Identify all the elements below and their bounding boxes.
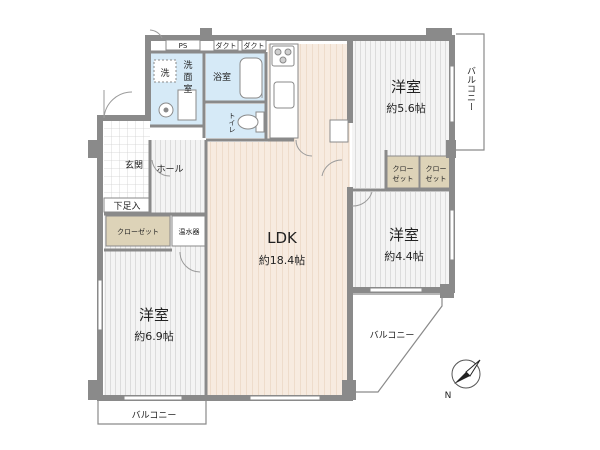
- wash-mark: 洗: [160, 67, 169, 79]
- ldk-size: 約18.4帖: [259, 253, 306, 267]
- hall-floor: [150, 140, 206, 214]
- duct2-label: ダクト: [244, 41, 265, 50]
- balcony-ne-label: バルコニー: [465, 66, 476, 111]
- closet-b-line2: ゼット: [426, 174, 447, 183]
- closet-a: [386, 155, 420, 189]
- washroom-line2: 面: [183, 72, 192, 83]
- ps-label: PS: [179, 42, 188, 50]
- western-sw-name: 洋室: [139, 306, 169, 324]
- balcony-e-outline: [351, 293, 443, 393]
- western-e-floor: [352, 192, 452, 290]
- closet-a-line1: クロー: [393, 165, 414, 173]
- bath-label: 浴室: [213, 71, 231, 83]
- closet-b: [419, 155, 453, 189]
- north-label: N: [445, 391, 452, 401]
- western-sw-floor: [104, 250, 204, 395]
- washroom-line1: 洗: [183, 59, 192, 71]
- balcony-s-outline: [97, 398, 207, 425]
- basin-icon: [158, 89, 197, 121]
- entrance-floor: [104, 120, 150, 198]
- kitchen-fixtures: [269, 43, 349, 143]
- wall-pillars: [88, 28, 456, 400]
- western-ne-name: 洋室: [391, 78, 421, 96]
- ldk-name: LDK: [267, 229, 298, 247]
- balcony-s-label: バルコニー: [132, 410, 177, 421]
- water-heater-box: [171, 215, 207, 247]
- toilet-icon: [237, 111, 265, 133]
- closet-b-line1: クロー: [426, 165, 447, 173]
- entrance-label: 玄関: [125, 159, 143, 171]
- ps-duct-boxes: [165, 39, 267, 51]
- compass-icon: [451, 359, 481, 389]
- water-heater-label: 温水器: [179, 227, 200, 236]
- washroom-line3: 室: [183, 83, 192, 95]
- western-e-size: 約4.4帖: [384, 249, 424, 263]
- balcony-ne-outline: [456, 33, 485, 151]
- closet-w: [105, 215, 171, 247]
- toilet-label: トイレ: [228, 112, 236, 133]
- closet-a-line2: ゼット: [393, 174, 414, 183]
- balcony-e-label: バルコニー: [370, 330, 415, 341]
- inner-walls: [104, 50, 452, 398]
- sink-icon: [273, 81, 295, 109]
- closet-w-label: クローゼット: [117, 227, 159, 236]
- western-ne-size: 約5.6帖: [386, 101, 426, 115]
- hall-label: ホール: [156, 164, 183, 175]
- duct1-label: ダクト: [216, 41, 237, 50]
- western-e-name: 洋室: [389, 226, 419, 244]
- washer-icon: [153, 59, 177, 83]
- shoe-label: 下足入: [113, 201, 140, 212]
- western-sw-size: 約6.9帖: [134, 329, 174, 343]
- windows: [97, 65, 455, 401]
- bathtub-icon: [239, 57, 263, 99]
